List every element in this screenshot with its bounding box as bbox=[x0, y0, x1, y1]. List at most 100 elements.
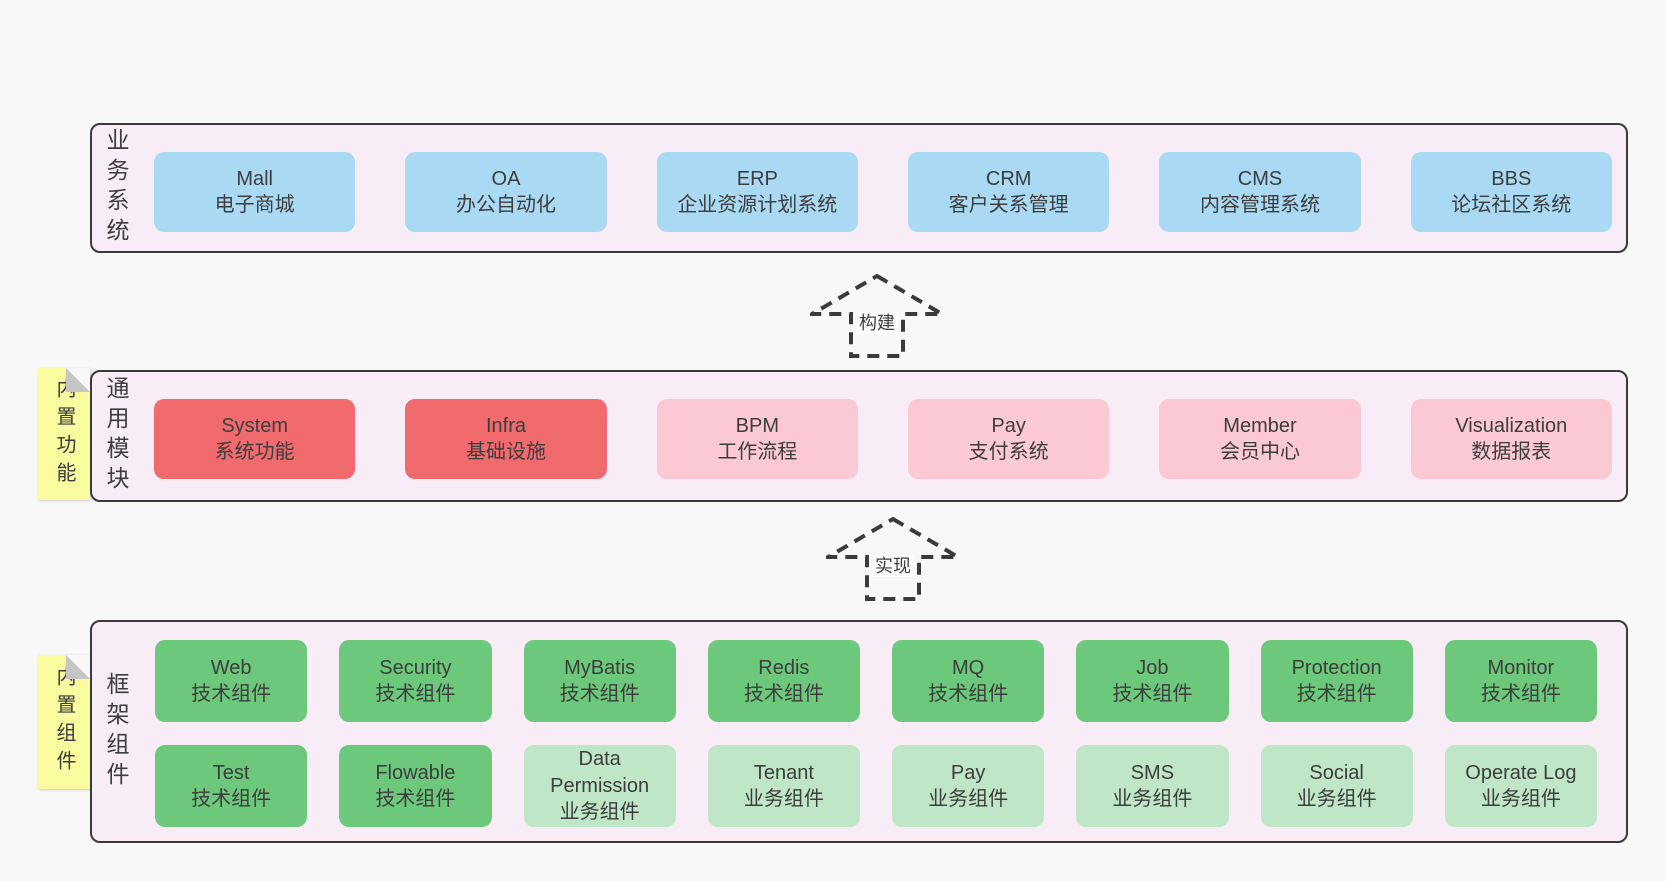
box-protection: Protection 技术组件 bbox=[1260, 640, 1413, 722]
box-subtitle: 企业资源计划系统 bbox=[677, 194, 838, 216]
box-subtitle: 论坛社区系统 bbox=[1451, 194, 1572, 216]
panel-framework-components: 框架组件 Web 技术组件 Security 技术组件 MyBatis 技术组件… bbox=[90, 620, 1628, 843]
panel-business-systems: 业务系统 Mall 电子商城 OA 办公自动化 ERP 企业资源计划系统 CRM… bbox=[90, 123, 1628, 253]
box-title: MQ bbox=[952, 656, 985, 679]
box-subtitle: 数据报表 bbox=[1471, 441, 1552, 463]
box-title: Redis bbox=[758, 656, 810, 679]
panel-label-business-systems: 业务系统 bbox=[103, 128, 129, 248]
folded-corner-icon bbox=[66, 368, 90, 392]
box-subtitle: 工作流程 bbox=[717, 441, 798, 463]
box-subtitle: 技术组件 bbox=[1112, 683, 1193, 705]
box-title: Operate Log bbox=[1465, 761, 1577, 784]
box-subtitle: 内容管理系统 bbox=[1199, 194, 1320, 216]
box-title: BBS bbox=[1491, 167, 1532, 190]
box-security: Security 技术组件 bbox=[339, 640, 492, 722]
framework-row-1: Web 技术组件 Security 技术组件 MyBatis 技术组件 Redi… bbox=[155, 640, 1597, 722]
common-modules-row: System 系统功能 Infra 基础设施 BPM 工作流程 Pay 支付系统… bbox=[154, 399, 1612, 479]
up-arrow-build-icon: 构建 bbox=[810, 274, 944, 358]
box-subtitle: 技术组件 bbox=[743, 683, 824, 705]
box-title: BPM bbox=[735, 414, 779, 437]
panel-common-modules: 通用模块 System 系统功能 Infra 基础设施 BPM 工作流程 Pay… bbox=[90, 370, 1628, 502]
sticky-note-built-in-components: 内置组件 bbox=[38, 655, 90, 789]
box-member: Member 会员中心 bbox=[1159, 399, 1361, 479]
box-title: OA bbox=[491, 167, 521, 190]
box-subtitle: 技术组件 bbox=[375, 788, 456, 810]
box-title: System bbox=[221, 414, 288, 437]
box-pay-component: Pay 业务组件 bbox=[892, 745, 1045, 827]
framework-row-2: Test 技术组件 Flowable 技术组件 Data Permission … bbox=[155, 745, 1597, 827]
box-title: Job bbox=[1136, 656, 1169, 679]
box-title: Web bbox=[210, 656, 252, 679]
box-subtitle: 技术组件 bbox=[1296, 683, 1377, 705]
box-subtitle: 技术组件 bbox=[928, 683, 1009, 705]
folded-corner-icon bbox=[66, 655, 90, 679]
box-social: Social 业务组件 bbox=[1260, 745, 1413, 827]
box-subtitle: 技术组件 bbox=[375, 683, 456, 705]
sticky-note-text: 内置功能 bbox=[53, 378, 75, 490]
box-title: Pay bbox=[950, 761, 986, 784]
box-title: Visualization bbox=[1455, 414, 1568, 437]
box-title: SMS bbox=[1130, 761, 1175, 784]
box-visualization: Visualization 数据报表 bbox=[1410, 399, 1612, 479]
box-subtitle: 系统功能 bbox=[214, 441, 295, 463]
panel-label-common-modules: 通用模块 bbox=[103, 376, 129, 496]
box-subtitle: 技术组件 bbox=[559, 683, 640, 705]
box-subtitle: 支付系统 bbox=[968, 441, 1049, 463]
business-systems-row: Mall 电子商城 OA 办公自动化 ERP 企业资源计划系统 CRM 客户关系… bbox=[154, 152, 1612, 232]
box-erp: ERP 企业资源计划系统 bbox=[656, 152, 858, 232]
box-title: Member bbox=[1223, 414, 1297, 437]
box-data-permission: Data Permission 业务组件 bbox=[523, 745, 676, 827]
box-mall: Mall 电子商城 bbox=[154, 152, 356, 232]
sticky-note-text: 内置组件 bbox=[53, 666, 75, 778]
box-subtitle: 业务组件 bbox=[928, 788, 1009, 810]
box-monitor: Monitor 技术组件 bbox=[1444, 640, 1597, 722]
box-title: Security bbox=[379, 656, 452, 679]
box-redis: Redis 技术组件 bbox=[707, 640, 860, 722]
box-sms: SMS 业务组件 bbox=[1076, 745, 1229, 827]
box-subtitle: 基础设施 bbox=[465, 441, 546, 463]
box-tenant: Tenant 业务组件 bbox=[707, 745, 860, 827]
box-title: CMS bbox=[1237, 167, 1283, 190]
box-subtitle: 技术组件 bbox=[191, 788, 272, 810]
box-title: Data Permission bbox=[550, 748, 650, 797]
box-subtitle: 业务组件 bbox=[1112, 788, 1193, 810]
box-pay-system: Pay 支付系统 bbox=[907, 399, 1110, 479]
box-subtitle: 业务组件 bbox=[559, 801, 640, 824]
box-bpm: BPM 工作流程 bbox=[656, 399, 858, 479]
sticky-note-built-in-features: 内置功能 bbox=[38, 368, 90, 500]
arrow-label-implement: 实现 bbox=[872, 555, 914, 577]
box-title: Mall bbox=[236, 167, 273, 190]
box-subtitle: 客户关系管理 bbox=[948, 194, 1069, 216]
arrow-label-build: 构建 bbox=[856, 312, 898, 334]
box-subtitle: 办公自动化 bbox=[455, 194, 556, 216]
box-subtitle: 业务组件 bbox=[1480, 788, 1561, 810]
box-subtitle: 会员中心 bbox=[1219, 441, 1300, 463]
box-title: ERP bbox=[736, 167, 778, 190]
box-title: Flowable bbox=[375, 761, 456, 784]
box-subtitle: 技术组件 bbox=[191, 683, 272, 705]
box-system: System 系统功能 bbox=[154, 399, 356, 479]
panel-label-framework-components: 框架组件 bbox=[103, 671, 129, 792]
box-title: MyBatis bbox=[564, 656, 636, 679]
box-title: CRM bbox=[985, 167, 1032, 190]
box-crm: CRM 客户关系管理 bbox=[907, 152, 1110, 232]
box-title: Test bbox=[212, 761, 250, 784]
box-subtitle: 业务组件 bbox=[1296, 788, 1377, 810]
box-subtitle: 业务组件 bbox=[743, 788, 824, 810]
box-mq: MQ 技术组件 bbox=[892, 640, 1045, 722]
box-title: Pay bbox=[991, 414, 1026, 437]
box-title: Social bbox=[1309, 761, 1364, 784]
box-web: Web 技术组件 bbox=[155, 640, 308, 722]
box-subtitle: 电子商城 bbox=[214, 194, 295, 216]
box-title: Protection bbox=[1291, 656, 1382, 679]
box-operate-log: Operate Log 业务组件 bbox=[1444, 745, 1597, 827]
box-oa: OA 办公自动化 bbox=[405, 152, 607, 232]
box-flowable: Flowable 技术组件 bbox=[339, 745, 492, 827]
box-bbs: BBS 论坛社区系统 bbox=[1410, 152, 1612, 232]
box-infra: Infra 基础设施 bbox=[405, 399, 607, 479]
box-subtitle: 技术组件 bbox=[1480, 683, 1561, 705]
box-title: Tenant bbox=[753, 761, 814, 784]
up-arrow-implement-icon: 实现 bbox=[826, 517, 960, 601]
box-job: Job 技术组件 bbox=[1076, 640, 1229, 722]
box-cms: CMS 内容管理系统 bbox=[1159, 152, 1361, 232]
